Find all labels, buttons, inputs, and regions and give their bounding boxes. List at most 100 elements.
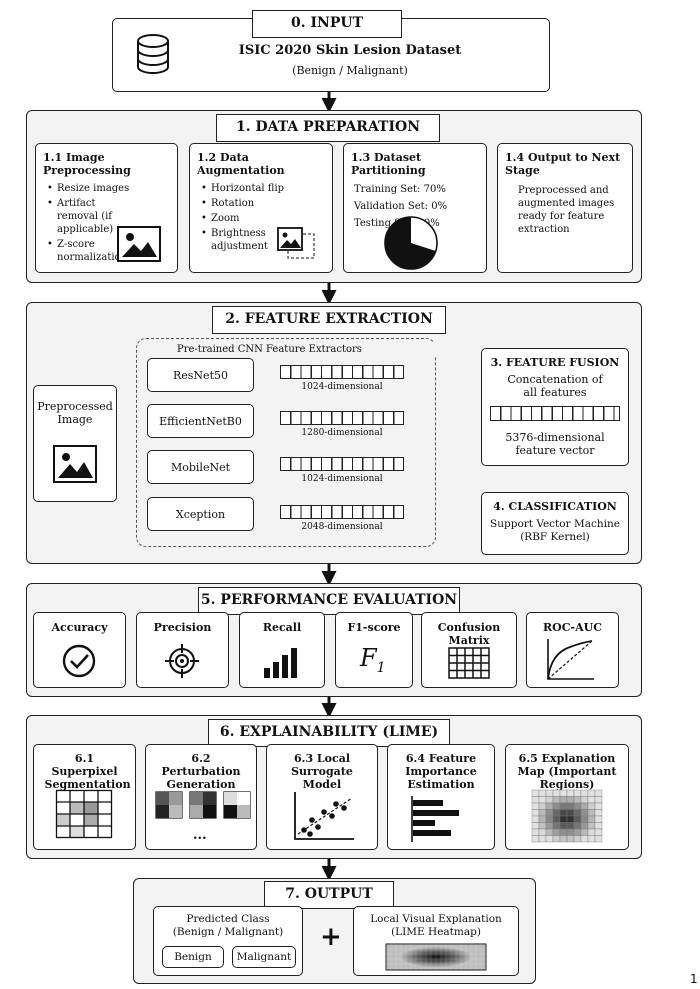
input-stage-tab: 0. INPUT xyxy=(252,10,402,38)
heatmap-cell xyxy=(538,796,547,804)
class-label: Benign xyxy=(174,951,212,963)
metric-label: ROC-AUC xyxy=(543,621,602,634)
heatmap-cell xyxy=(580,828,589,836)
step-title: 6.5 Explanation Map (Important Regions) xyxy=(517,752,617,791)
malignant-option: Malignant xyxy=(232,946,296,968)
feature-vector-efficientnet xyxy=(280,411,404,425)
superpixel-grid-icon xyxy=(55,789,113,839)
step-title: 6.3 Local Surrogate Model xyxy=(291,752,353,791)
dim-label: 1024-dimensional xyxy=(301,474,383,484)
heatmap-cell xyxy=(559,835,568,843)
data-augmentation-box: 1.2 Data Augmentation Horizontal flip Ro… xyxy=(189,143,333,273)
heatmap-cell xyxy=(573,789,582,797)
check-circle-icon xyxy=(62,644,96,678)
heatmap-cell xyxy=(559,822,568,830)
heatmap-cell xyxy=(580,789,589,797)
classification-title: 4. CLASSIFICATION xyxy=(493,500,617,513)
model-xception: Xception xyxy=(147,497,254,531)
metric-label: Confusion Matrix xyxy=(437,621,501,647)
heatmap-cell xyxy=(531,822,540,830)
heatmap-cell xyxy=(587,815,596,823)
list-item: Resize images xyxy=(47,182,137,195)
horizontal-bars-icon xyxy=(411,796,459,842)
heatmap-cell xyxy=(552,796,561,804)
heatmap-cell xyxy=(566,802,575,810)
metric-label: Accuracy xyxy=(51,621,108,634)
heatmap-cell xyxy=(531,835,540,843)
list-item: Rotation xyxy=(201,197,299,210)
database-icon xyxy=(137,34,169,74)
heatmap-cell xyxy=(580,809,589,817)
heatmap-cell xyxy=(594,802,603,810)
heatmap-cell xyxy=(559,802,568,810)
model-mobilenet: MobileNet xyxy=(147,450,254,484)
heatmap-cell xyxy=(566,789,575,797)
heatmap-cell xyxy=(587,796,596,804)
metric-f1-score: F1-score xyxy=(335,612,413,688)
feature-fusion-dim: 5376-dimensional feature vector xyxy=(505,431,605,457)
step-title: 6.1 Superpixel Segmentation xyxy=(44,752,131,791)
fused-feature-vector xyxy=(490,406,620,421)
output-next-stage-text: Preprocessed and augmented images ready … xyxy=(518,185,615,235)
f1-symbol-icon: F1 xyxy=(360,644,386,676)
metric-label: Recall xyxy=(262,621,302,634)
heatmap-cell xyxy=(531,828,540,836)
dataset-partitioning-title: 1.3 Dataset Partitioning xyxy=(351,151,426,177)
lime-explanation-title: Local Visual Explanation (LIME Heatmap) xyxy=(370,913,502,938)
heatmap-cell xyxy=(573,835,582,843)
heatmap-cell xyxy=(566,828,575,836)
step-title: 6.2 Perturbation Generation xyxy=(161,752,241,791)
class-label: Malignant xyxy=(236,951,292,963)
heatmap-cell xyxy=(573,828,582,836)
heatmap-cell xyxy=(552,828,561,836)
model-efficientnetb0: EfficientNetB0 xyxy=(147,404,254,438)
feature-fusion-title: 3. FEATURE FUSION xyxy=(490,356,620,369)
heatmap-cell xyxy=(580,815,589,823)
heatmap-cell xyxy=(545,796,554,804)
heatmap-cell xyxy=(538,822,547,830)
heatmap-cell xyxy=(552,789,561,797)
step-title: 6.4 Feature Importance Estimation xyxy=(405,752,477,791)
model-name: Xception xyxy=(175,508,226,521)
scatter-plot-icon xyxy=(294,792,354,840)
list-item: Zoom xyxy=(201,212,299,225)
target-icon xyxy=(165,644,199,678)
dim-label: 1024-dimensional xyxy=(301,382,383,392)
image-icon xyxy=(117,226,161,262)
classification-box: 4. CLASSIFICATION Support Vector Machine… xyxy=(481,492,629,555)
model-name: ResNet50 xyxy=(173,369,228,382)
model-name: MobileNet xyxy=(170,461,231,474)
lime-heatmap-image xyxy=(385,943,487,971)
heatmap-cell xyxy=(580,796,589,804)
preprocessed-image-box: Preprocessed Image xyxy=(33,385,117,502)
heatmap-cell xyxy=(573,809,582,817)
explanation-heatmap-icon xyxy=(531,789,603,843)
feature-extraction-tab: 2. FEATURE EXTRACTION xyxy=(212,306,446,334)
local-surrogate-box: 6.3 Local Surrogate Model xyxy=(266,744,378,850)
metric-confusion-matrix: Confusion Matrix xyxy=(421,612,517,688)
perturbation-ellipsis: ... xyxy=(193,828,207,843)
heatmap-cell xyxy=(531,796,540,804)
heatmap-cell xyxy=(587,789,596,797)
heatmap-cell xyxy=(566,835,575,843)
perturbation-samples-icon xyxy=(155,791,251,819)
cnn-extractors-group xyxy=(136,338,436,547)
heatmap-cell xyxy=(587,835,596,843)
heatmap-cell xyxy=(531,802,540,810)
cnn-extractors-label: Pre-trained CNN Feature Extractors xyxy=(177,343,437,356)
heatmap-cell xyxy=(573,815,582,823)
list-item: Z-score normalization xyxy=(47,238,137,264)
heatmap-cell xyxy=(587,809,596,817)
heatmap-cell xyxy=(594,789,603,797)
heatmap-cell xyxy=(552,809,561,817)
output-next-stage-title: 1.4 Output to Next Stage xyxy=(505,151,621,177)
heatmap-cell xyxy=(594,796,603,804)
metric-label: Precision xyxy=(153,621,212,634)
image-preprocessing-title: 1.1 Image Preprocessing xyxy=(43,151,131,177)
bar-chart-icon xyxy=(264,648,297,678)
model-name: EfficientNetB0 xyxy=(159,415,242,428)
feature-vector-mobilenet xyxy=(280,457,404,471)
heatmap-cell xyxy=(552,802,561,810)
training-set: Training Set: 70% xyxy=(354,184,446,195)
heatmap-cell xyxy=(538,835,547,843)
